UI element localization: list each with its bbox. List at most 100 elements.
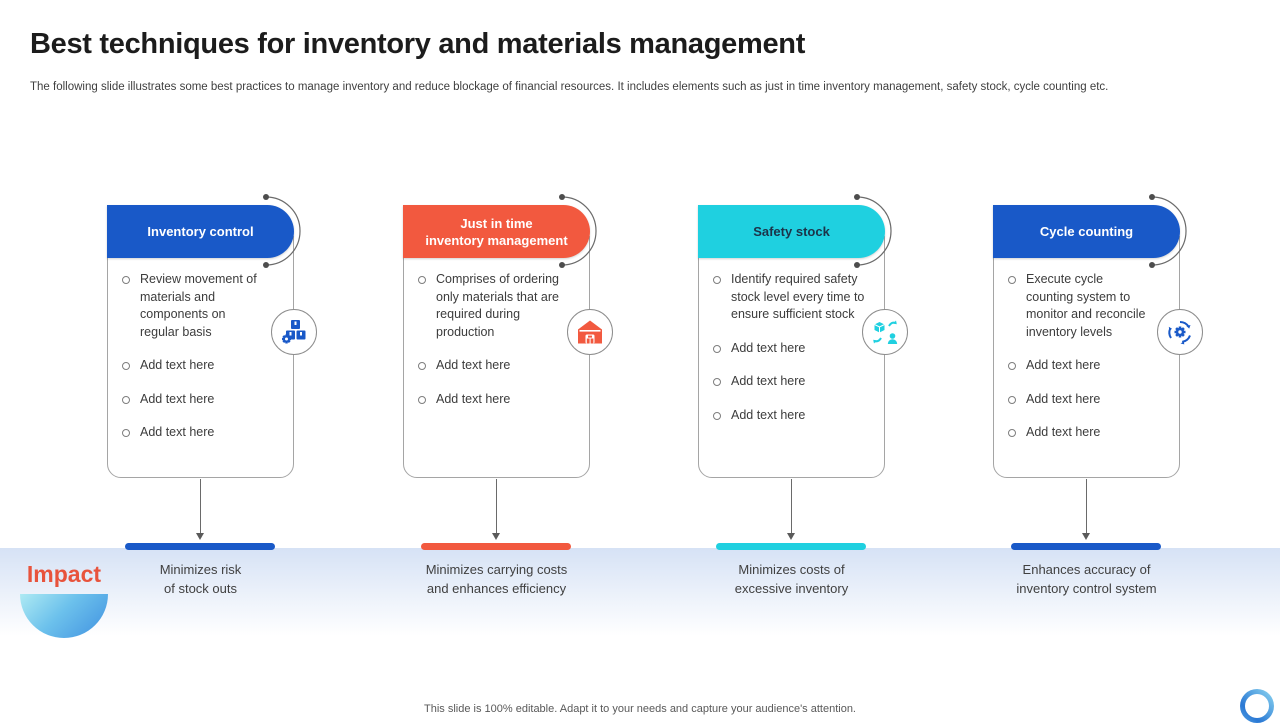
bullet-circle-icon [122,276,130,284]
column-title: Safety stock [753,224,830,239]
bullet-circle-icon [122,362,130,370]
column-just-in-time: Just in time inventory management Compri… [403,194,613,625]
list-item[interactable]: Add text here [416,391,584,409]
bullet-circle-icon [1008,395,1016,404]
impact-description-line2: and enhances efficiency [426,581,567,596]
bullet-text: Comprises of ordering only materials tha… [436,272,559,339]
impact-description-line1: Enhances accuracy of [1022,562,1151,577]
impact-description-line1: Minimizes costs of [738,562,845,577]
impact-accent-bar [421,543,571,550]
text-placeholder[interactable]: Add text here [1026,358,1101,372]
column-inventory-control: Inventory control Review movement of mat… [107,194,317,625]
list-item[interactable]: Add text here [711,340,879,358]
impact-description: Minimizes costs of excessive inventory [698,560,885,598]
bullet-circle-icon [122,395,130,404]
list-item[interactable]: Add text here [120,424,288,442]
list-item[interactable]: Add text here [1006,391,1174,409]
text-placeholder[interactable]: Add text here [731,340,806,355]
impact-label: Impact [26,561,102,587]
impact-description-line2: of stock outs [164,581,237,596]
arrow-down-icon [1082,533,1090,540]
impact-accent-bar [716,543,866,550]
list-item[interactable]: Add text here [1006,424,1174,442]
text-placeholder[interactable]: Add text here [1026,425,1101,439]
impact-description-line1: Minimizes carrying costs [425,562,568,577]
header-arc-decoration [1149,194,1187,268]
impact-accent-bar [1011,543,1161,550]
list-item[interactable]: Add text here [1006,357,1174,375]
list-item: Review movement of materials and compone… [120,271,288,341]
impact-description-line2: excessive inventory [734,581,849,596]
text-placeholder[interactable]: Add text here [436,391,511,406]
text-placeholder[interactable]: Add text here [731,407,806,422]
text-placeholder[interactable]: Add text here [140,391,215,406]
box-transfer-person-icon [862,309,908,355]
bullet-circle-icon [1008,276,1016,284]
column-cycle-counting: Cycle counting Execute cycle counting sy… [993,194,1203,625]
impact-description-line1: Minimizes risk [159,562,242,577]
column-header-pill: Safety stock [698,205,885,258]
bullet-text: Execute cycle counting system to monitor… [1026,272,1146,339]
corner-ring-logo [1240,689,1274,723]
bullet-list: Identify required safety stock level eve… [711,271,879,440]
bullet-list: Execute cycle counting system to monitor… [1006,271,1174,458]
column-title: Just in time [460,215,533,231]
bullet-circle-icon [418,395,426,404]
bullet-circle-icon [713,378,721,386]
text-placeholder[interactable]: Add text here [436,358,511,372]
list-item[interactable]: Add text here [120,391,288,409]
boxes-gear-icon [271,309,317,355]
page-title: Best techniques for inventory and materi… [30,28,806,60]
bullet-text: Identify required safety stock level eve… [731,272,865,321]
connector-line [1086,479,1087,533]
column-header-pill: Just in time inventory management [403,205,590,258]
content-card [698,235,885,478]
header-arc-decoration [263,194,301,268]
bullet-circle-icon [418,362,426,370]
connector-line [496,479,497,533]
connector-line [791,479,792,533]
impact-description: Minimizes risk of stock outs [107,560,294,598]
column-header-pill: Inventory control [107,205,294,258]
arrow-down-icon [787,533,795,540]
list-item[interactable]: Add text here [120,357,288,375]
header-arc-decoration [559,194,597,268]
list-item[interactable]: Add text here [711,407,879,425]
bullet-list: Review movement of materials and compone… [120,271,288,458]
impact-description: Minimizes carrying costs and enhances ef… [403,560,590,598]
impact-description-line2: inventory control system [1016,581,1157,596]
list-item[interactable]: Add text here [711,373,879,391]
list-item[interactable]: Add text here [416,357,584,375]
list-item: Execute cycle counting system to monitor… [1006,271,1174,341]
editable-note: This slide is 100% editable. Adapt it to… [424,703,856,715]
text-placeholder[interactable]: Add text here [140,425,215,439]
column-title: Cycle counting [1039,224,1134,239]
list-item: Identify required safety stock level eve… [711,271,879,324]
gear-cycle-icon [1157,309,1203,355]
bullet-circle-icon [713,276,721,284]
bullet-circle-icon [713,411,721,420]
bullet-circle-icon [1008,429,1016,437]
column-title-line2: inventory management [425,232,568,248]
content-card [107,235,294,478]
bullet-list: Comprises of ordering only materials tha… [416,271,584,424]
connector-line [200,479,201,533]
arrow-down-icon [492,533,500,540]
bullet-circle-icon [418,276,426,284]
text-placeholder[interactable]: Add text here [140,358,215,372]
bullet-circle-icon [122,429,130,437]
bullet-circle-icon [1008,362,1016,370]
column-title: Inventory control [147,224,254,239]
page-subtitle: The following slide illustrates some bes… [30,81,1109,93]
header-arc-decoration [854,194,892,268]
text-placeholder[interactable]: Add text here [731,374,806,388]
column-safety-stock: Safety stock Identify required safety st… [698,194,908,625]
column-header-pill: Cycle counting [993,205,1180,258]
impact-accent-bar [125,543,275,550]
list-item: Comprises of ordering only materials tha… [416,271,584,341]
content-card [993,235,1180,478]
warehouse-icon [567,309,613,355]
bullet-text: Review movement of materials and compone… [140,272,257,339]
bullet-circle-icon [713,344,721,353]
text-placeholder[interactable]: Add text here [1026,391,1101,406]
